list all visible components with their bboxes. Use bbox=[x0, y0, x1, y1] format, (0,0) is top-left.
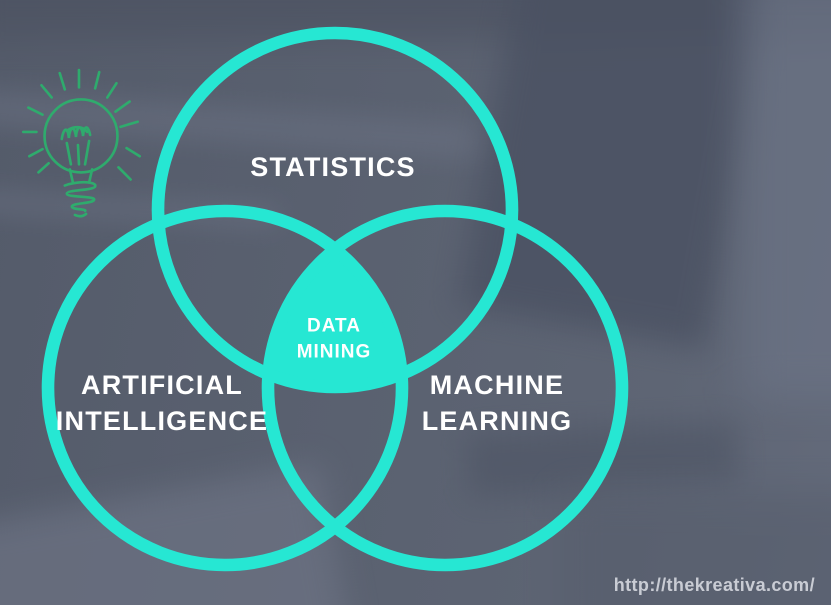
label-ml-line2: LEARNING bbox=[421, 406, 573, 436]
venn-circle-machine-learning bbox=[261, 204, 629, 572]
lightbulb-strokes bbox=[21, 68, 142, 218]
lightbulb-idea-icon bbox=[21, 68, 142, 218]
label-ai-line2: INTELLIGENCE bbox=[55, 406, 269, 436]
label-machine-learning: MACHINE LEARNING bbox=[422, 368, 573, 440]
label-artificial-intelligence: ARTIFICIAL INTELLIGENCE bbox=[56, 368, 268, 440]
label-data-mining: DATA MINING bbox=[297, 313, 372, 364]
label-statistics-text: STATISTICS bbox=[250, 152, 416, 183]
venn-circle-artificial-intelligence bbox=[41, 204, 409, 572]
label-dm-line1: DATA bbox=[307, 315, 361, 337]
label-statistics: STATISTICS bbox=[250, 150, 416, 186]
label-ai-line1: ARTIFICIAL bbox=[81, 370, 243, 401]
venn-center-intersection bbox=[268, 249, 402, 388]
venn-circle-statistics bbox=[151, 26, 519, 394]
website-credit-url: http://thekreativa.com/ bbox=[613, 575, 815, 595]
label-ml-line1: MACHINE bbox=[429, 370, 565, 401]
label-dm-line2: MINING bbox=[296, 341, 372, 362]
